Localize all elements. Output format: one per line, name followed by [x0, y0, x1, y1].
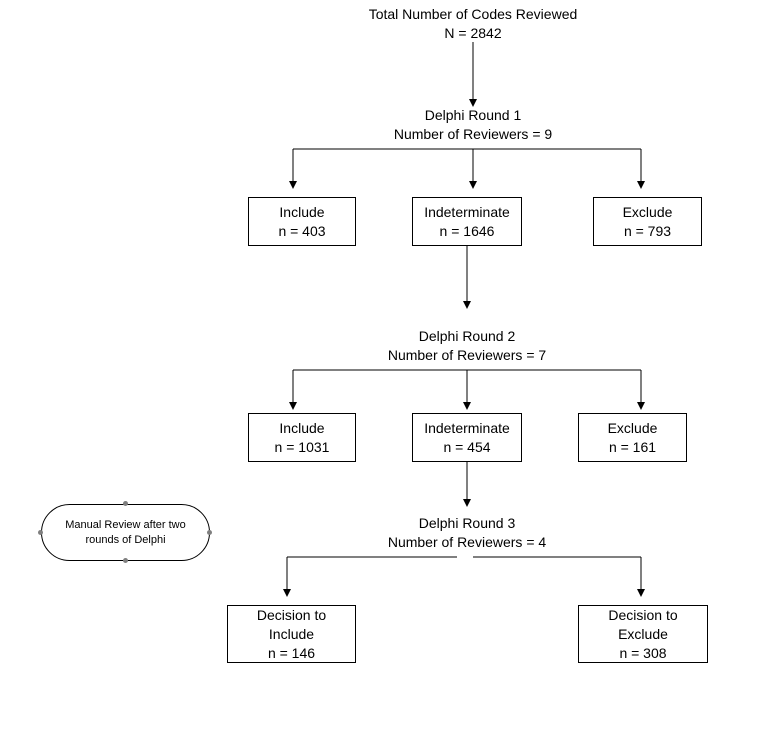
round3-include-box: Decision to Include n = 146: [227, 605, 356, 663]
round1-label: Delphi Round 1 Number of Reviewers = 9: [323, 106, 623, 144]
round3-exclude-count: n = 308: [619, 644, 667, 661]
round3-title: Delphi Round 3: [418, 515, 516, 531]
round2-indeterminate-count: n = 454: [443, 438, 491, 455]
round2-indeterminate-box: Indeterminate n = 454: [412, 413, 522, 462]
round3-include-line2: Include: [268, 625, 315, 642]
round2-exclude-count: n = 161: [608, 438, 657, 455]
round1-include-box: Include n = 403: [248, 197, 356, 246]
round1-include-label: Include: [279, 203, 325, 220]
manual-review-shape: Manual Review after two rounds of Delphi: [41, 504, 210, 561]
round3-exclude-box: Decision to Exclude n = 308: [578, 605, 708, 663]
selection-handle-top[interactable]: [123, 501, 128, 506]
round2-indeterminate-label: Indeterminate: [424, 419, 510, 436]
selection-handle-right[interactable]: [207, 530, 212, 535]
round2-label: Delphi Round 2 Number of Reviewers = 7: [317, 327, 617, 365]
round3-label: Delphi Round 3 Number of Reviewers = 4: [317, 514, 617, 552]
round1-title: Delphi Round 1: [424, 107, 522, 123]
round1-indeterminate-count: n = 1646: [439, 222, 495, 239]
round2-include-count: n = 1031: [274, 438, 330, 455]
round2-include-box: Include n = 1031: [248, 413, 356, 462]
round2-include-label: Include: [279, 419, 325, 436]
round1-include-count: n = 403: [278, 222, 326, 239]
round2-title: Delphi Round 2: [418, 328, 516, 344]
manual-review-line2: rounds of Delphi: [85, 533, 166, 546]
manual-review-line1: Manual Review after two: [65, 518, 186, 531]
round1-indeterminate-box: Indeterminate n = 1646: [412, 197, 522, 246]
selection-handle-bottom[interactable]: [123, 558, 128, 563]
selection-handle-left[interactable]: [38, 530, 43, 535]
top-label: Total Number of Codes Reviewed N = 2842: [323, 5, 623, 43]
round1-exclude-box: Exclude n = 793: [593, 197, 702, 246]
round2-reviewers: Number of Reviewers = 7: [387, 347, 547, 363]
round2-exclude-label: Exclude: [607, 419, 658, 436]
round3-exclude-line1: Decision to: [608, 606, 678, 623]
top-title: Total Number of Codes Reviewed: [368, 6, 578, 22]
round2-exclude-box: Exclude n = 161: [578, 413, 687, 462]
round1-reviewers: Number of Reviewers = 9: [393, 126, 553, 142]
round3-include-count: n = 146: [267, 644, 316, 661]
top-count: N = 2842: [444, 25, 502, 41]
round1-indeterminate-label: Indeterminate: [424, 203, 510, 220]
round3-exclude-line2: Exclude: [618, 625, 668, 642]
round1-exclude-count: n = 793: [623, 222, 672, 239]
round1-exclude-label: Exclude: [622, 203, 673, 220]
round3-include-line1: Decision to: [256, 606, 327, 623]
round3-reviewers: Number of Reviewers = 4: [387, 534, 547, 550]
